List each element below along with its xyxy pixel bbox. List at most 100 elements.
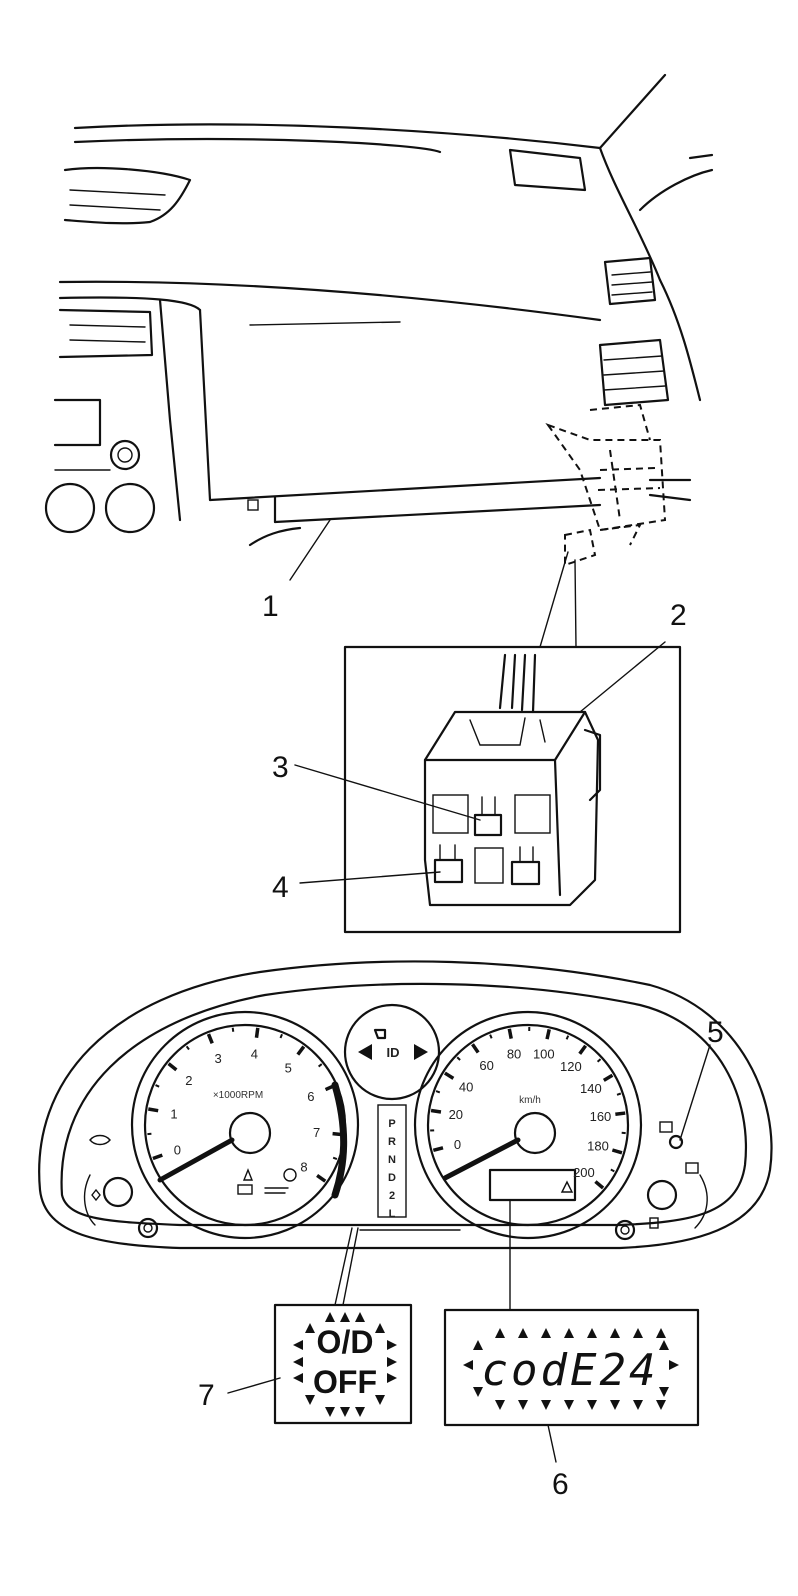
flash-ray-icon bbox=[355, 1312, 365, 1322]
od-off-inset: O/D OFF bbox=[273, 1227, 413, 1425]
leader-2 bbox=[579, 641, 666, 713]
turn-left-arrow-icon bbox=[358, 1044, 372, 1060]
flash-ray-icon bbox=[340, 1312, 350, 1322]
speed-tick-60: 60 bbox=[479, 1058, 493, 1073]
tach-tick-6: 6 bbox=[307, 1089, 314, 1104]
tachometer: ×1000RPM bbox=[130, 1010, 360, 1240]
seatbelt-icon bbox=[685, 1162, 699, 1174]
gauge-tick bbox=[254, 1027, 260, 1038]
gauge-tick bbox=[432, 1146, 444, 1153]
oil-pressure-icon bbox=[264, 1187, 289, 1194]
instrument-cluster: ×1000RPM 0 1 2 3 4 5 6 7 8 km/h 0 20 40 … bbox=[38, 960, 773, 1250]
temperature-icon bbox=[91, 1188, 101, 1202]
flash-ray-icon bbox=[305, 1395, 315, 1405]
leader-1 bbox=[289, 519, 331, 581]
gauge-tick bbox=[615, 1111, 626, 1117]
leader-4 bbox=[299, 871, 441, 884]
callout-3: 3 bbox=[272, 751, 289, 784]
flash-ray-icon bbox=[375, 1323, 385, 1333]
connector-inset bbox=[343, 551, 682, 934]
gauge-tick bbox=[610, 1168, 615, 1173]
odometer-code-text: codE24 bbox=[482, 1345, 659, 1396]
tach-tick-3: 3 bbox=[215, 1051, 222, 1066]
flash-ray-icon bbox=[669, 1360, 679, 1370]
flash-ray-icon bbox=[610, 1328, 620, 1338]
callout-4: 4 bbox=[272, 871, 289, 904]
tach-tick-8: 8 bbox=[300, 1159, 307, 1174]
flash-ray-icon bbox=[518, 1328, 528, 1338]
flash-ray-icon bbox=[293, 1340, 303, 1350]
speed-tick-40: 40 bbox=[459, 1079, 473, 1094]
gauge-tick bbox=[594, 1180, 605, 1190]
gauge-tick bbox=[155, 1084, 160, 1088]
center-indicator: ID bbox=[343, 1003, 441, 1101]
gear-l: L bbox=[389, 1208, 396, 1220]
gauge-tick bbox=[435, 1090, 441, 1094]
gauge-tick bbox=[332, 1156, 338, 1160]
gauge-tick bbox=[565, 1035, 570, 1040]
tach-tick-7: 7 bbox=[313, 1125, 320, 1140]
fuel-icon bbox=[649, 1217, 659, 1229]
flash-ray-icon bbox=[293, 1357, 303, 1367]
speed-tick-200: 200 bbox=[573, 1165, 595, 1180]
engine-icon bbox=[89, 1134, 111, 1146]
gauge-tick bbox=[318, 1063, 323, 1068]
flash-ray-icon bbox=[659, 1340, 669, 1350]
flash-ray-icon bbox=[541, 1400, 551, 1410]
odometer-window bbox=[488, 1168, 577, 1202]
headlight-icon bbox=[373, 1028, 387, 1040]
od-lamp-line1: O/D bbox=[317, 1324, 374, 1360]
flash-ray-icon bbox=[375, 1395, 385, 1405]
gauge-tick bbox=[167, 1062, 178, 1072]
flash-ray-icon bbox=[610, 1400, 620, 1410]
flash-ray-icon bbox=[656, 1400, 666, 1410]
flash-ray-icon bbox=[325, 1407, 335, 1417]
gauge-tick bbox=[430, 1108, 442, 1114]
leader-3 bbox=[294, 764, 481, 821]
oil-warning-icon bbox=[283, 1168, 297, 1182]
center-indicator-label: ID bbox=[387, 1045, 400, 1060]
od-lamp-line2: OFF bbox=[313, 1364, 377, 1400]
flash-ray-icon bbox=[293, 1373, 303, 1383]
tach-tick-0: 0 bbox=[174, 1143, 181, 1158]
speed-unit: km/h bbox=[519, 1095, 541, 1106]
leader-7 bbox=[227, 1377, 281, 1394]
gauge-tick bbox=[152, 1153, 163, 1161]
callout-7: 7 bbox=[198, 1379, 215, 1412]
check-lamp-icon bbox=[668, 1134, 684, 1150]
gauge-tick bbox=[616, 1092, 622, 1096]
turn-right-arrow-icon bbox=[414, 1044, 428, 1060]
flash-ray-icon bbox=[633, 1328, 643, 1338]
gauge-tick bbox=[206, 1033, 214, 1044]
gauge-tick bbox=[148, 1107, 159, 1113]
flash-ray-icon bbox=[633, 1400, 643, 1410]
callout-1: 1 bbox=[262, 590, 279, 623]
odometer-code-inset: codE24 bbox=[443, 1199, 700, 1427]
flash-ray-icon bbox=[355, 1407, 365, 1417]
gauge-tick bbox=[596, 1058, 602, 1063]
gear-r: R bbox=[388, 1136, 396, 1148]
gauge-tick bbox=[578, 1044, 588, 1055]
speed-tick-160: 160 bbox=[590, 1109, 612, 1124]
flash-ray-icon bbox=[387, 1357, 397, 1367]
flash-ray-icon bbox=[473, 1340, 483, 1350]
flash-ray-icon bbox=[518, 1400, 528, 1410]
gauge-tick bbox=[443, 1071, 455, 1080]
gauge-tick bbox=[507, 1028, 513, 1039]
flash-ray-icon bbox=[325, 1312, 335, 1322]
flash-ray-icon bbox=[659, 1387, 669, 1397]
fuel-gauge-knob bbox=[646, 1179, 678, 1211]
speed-tick-100: 100 bbox=[533, 1047, 555, 1062]
gauge-tick bbox=[545, 1028, 551, 1040]
gauge-tick bbox=[489, 1034, 493, 1039]
flash-ray-icon bbox=[587, 1400, 597, 1410]
speed-tick-20: 20 bbox=[449, 1107, 463, 1122]
flash-ray-icon bbox=[656, 1328, 666, 1338]
warning-icon bbox=[242, 1168, 254, 1181]
speed-tick-180: 180 bbox=[587, 1139, 609, 1154]
flash-ray-icon bbox=[564, 1328, 574, 1338]
callout-2: 2 bbox=[670, 599, 687, 632]
gauge-tick bbox=[602, 1073, 614, 1082]
gauge-tick bbox=[316, 1174, 327, 1183]
